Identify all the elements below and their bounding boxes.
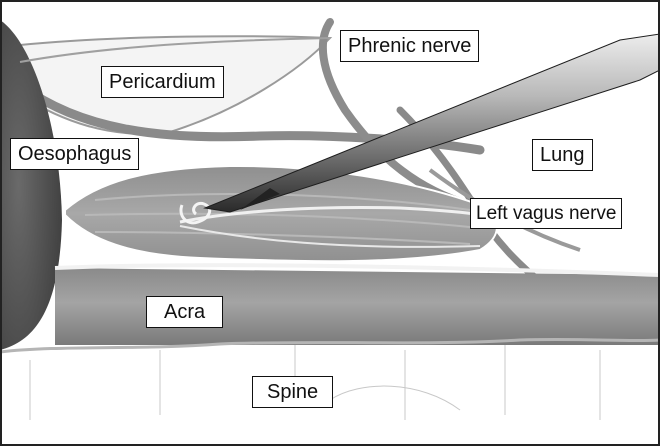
label-oesophagus: Oesophagus <box>10 138 139 170</box>
label-left-vagus-nerve: Left vagus nerve <box>470 198 622 229</box>
label-acra: Acra <box>146 296 223 328</box>
label-pericardium: Pericardium <box>101 66 224 98</box>
label-lung: Lung <box>532 139 593 171</box>
label-spine: Spine <box>252 376 333 408</box>
label-phrenic-nerve: Phrenic nerve <box>340 30 479 62</box>
